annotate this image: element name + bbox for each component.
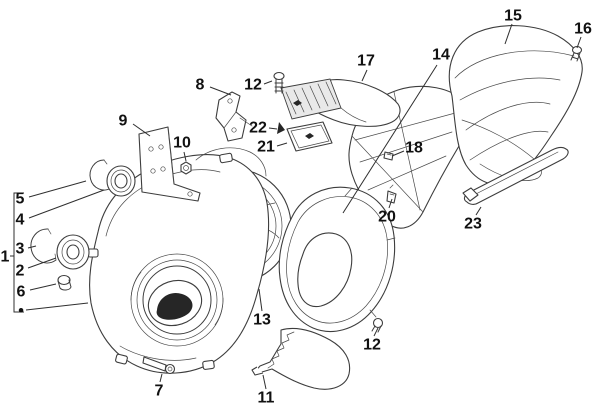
screw-12-upper-drawing (274, 73, 284, 94)
leader-line-8 (209, 86, 232, 96)
leader-line-16 (576, 36, 582, 49)
callout-16: 16 (574, 21, 592, 38)
callout-18: 18 (405, 140, 423, 157)
callout-12b: 12 (363, 337, 381, 354)
leader-line-3 (27, 245, 37, 249)
pin-22-drawing (277, 122, 285, 134)
bearing-circlip-front-drawing (31, 229, 89, 290)
callout-10: 10 (173, 135, 191, 152)
leader-line-17 (361, 69, 368, 82)
callout-8: 8 (196, 77, 205, 94)
crankcase-cover-drawing (88, 148, 269, 373)
leader-line-6 (29, 283, 57, 291)
callout-11: 11 (258, 390, 275, 407)
callout-14: 14 (432, 47, 450, 64)
rubber-strip-drawing (463, 147, 568, 204)
seal-circlip-rear-drawing (90, 160, 135, 196)
callout-6: 6 (17, 284, 26, 301)
callout-13: 13 (253, 312, 271, 329)
clip-20-drawing (387, 185, 396, 203)
callout-22: 22 (249, 120, 267, 137)
screw-16-drawing (571, 47, 582, 62)
leader-line-12b (373, 327, 379, 337)
leader-line-7 (159, 373, 163, 383)
shroud-11-drawing (252, 328, 350, 389)
filter-plate-drawing (287, 122, 332, 151)
group-bracket (14, 193, 24, 312)
callout-23: 23 (464, 216, 482, 233)
leader-line-4 (28, 189, 105, 219)
bolt-7-drawing (143, 357, 175, 374)
callout-1: 1 (1, 249, 10, 266)
leader-line-14 (342, 64, 438, 214)
leader-line-13 (258, 288, 263, 312)
callout-20: 20 (378, 209, 396, 226)
leader-line-20 (388, 198, 393, 209)
leader-line-21 (276, 142, 288, 147)
shroud-13-drawing (279, 187, 395, 331)
callout-bullet: • (18, 303, 24, 320)
callout-9: 9 (119, 113, 128, 130)
callout-21: 21 (257, 139, 275, 156)
callout-12a: 12 (244, 77, 262, 94)
front-air-duct-drawing (281, 79, 400, 126)
callout-3: 3 (16, 241, 25, 258)
leader-line-23 (475, 206, 482, 216)
bracket-8-drawing (216, 92, 252, 141)
callout-17: 17 (357, 53, 375, 70)
callout-4: 4 (16, 212, 25, 229)
leader-line-12a (263, 80, 273, 85)
screw-12-lower-drawing (372, 319, 383, 333)
clip-18-drawing (384, 152, 393, 160)
leader-line-18 (391, 150, 405, 157)
leader-line-22 (268, 127, 278, 130)
leader-line-2 (27, 257, 57, 269)
leader-line-15 (504, 23, 513, 45)
diagram-artwork (14, 26, 582, 390)
callout-5: 5 (16, 191, 25, 208)
leader-line-10 (183, 151, 187, 162)
leader-line-9 (132, 123, 151, 137)
nut-10-drawing (181, 162, 191, 174)
callout-15: 15 (504, 8, 522, 25)
leader-line-bullet (25, 302, 89, 311)
callout-2: 2 (16, 263, 25, 280)
leader-line-5 (28, 180, 87, 198)
callout-7: 7 (155, 383, 164, 400)
mounting-plate-9-drawing (139, 127, 200, 201)
air-cleaner-housing-drawing (449, 26, 582, 185)
leader-line-11 (262, 374, 267, 390)
